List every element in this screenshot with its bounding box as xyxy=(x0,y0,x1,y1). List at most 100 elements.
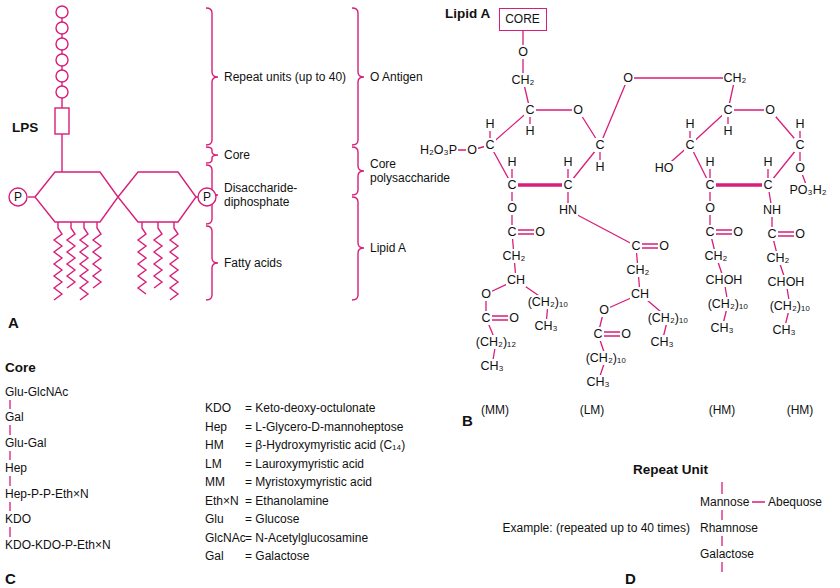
atom-label: C xyxy=(704,225,715,239)
list-links xyxy=(10,400,765,572)
abbreviation-definition: = Keto-deoxy-octulonate xyxy=(245,401,375,415)
atom-label: O xyxy=(658,239,670,253)
repeat-circle xyxy=(56,22,68,34)
atom-label: CH₂ xyxy=(704,249,729,263)
single-bonds xyxy=(450,31,808,382)
atom-label: C xyxy=(506,178,517,192)
fatty-acid-chain xyxy=(170,222,178,300)
abbreviation-definition: = N-Acetylglucosamine xyxy=(245,531,368,545)
fatty-acid-chain xyxy=(54,222,62,300)
lipid-a-bonds xyxy=(450,31,808,382)
atom-label: O xyxy=(704,201,716,215)
atom-label: (CH₂)₁₀ xyxy=(527,295,570,309)
atom-label: (CH₂)₁₀ xyxy=(647,311,690,325)
atom-label: H xyxy=(506,155,517,169)
fatty-acid-chain xyxy=(67,222,75,288)
abbreviation: Glu xyxy=(205,512,224,526)
atom-label: H xyxy=(722,124,733,138)
bracket-label: Lipid A xyxy=(370,241,406,255)
phosphate-circle: P xyxy=(8,187,28,207)
fatty-acid-chain xyxy=(80,222,88,300)
bracket-label: Core xyxy=(224,148,250,162)
atom-label: HN xyxy=(558,203,578,217)
core-sugar: Hep-P-P-Eth×N xyxy=(5,487,89,501)
sugar-name: Rhamnose xyxy=(700,521,758,535)
bracket-label: Disaccharide- diphosphate xyxy=(224,181,334,209)
atom-label: CH₃ xyxy=(771,323,796,337)
panel-heading: Lipid A xyxy=(445,6,490,22)
atom-label: O xyxy=(732,225,744,239)
atom-label: (CH₂)₁₀ xyxy=(769,299,812,313)
core-sugar: Glu-GlcNAc xyxy=(5,385,68,399)
bracket-label: Repeat units (up to 40) xyxy=(224,70,346,84)
chain-line xyxy=(61,134,62,172)
sugar-hexagon xyxy=(118,172,196,222)
bracket-label: Core polysaccharide xyxy=(370,157,462,185)
core-sugar: Hep xyxy=(5,461,27,475)
abbreviation-definition: = β-Hydroxymyristic acid (C₁₄) xyxy=(245,438,405,452)
atom-label: (CH₂)₁₀ xyxy=(707,297,750,311)
sugar-name: Abequose xyxy=(768,495,822,509)
atom-label: CH₂ xyxy=(766,251,791,265)
atom-label: C xyxy=(506,225,517,239)
fatty-acid-chain xyxy=(93,222,101,288)
atom-label: O xyxy=(794,227,806,241)
atom-label: O xyxy=(622,71,634,85)
abbreviation: KDO xyxy=(205,401,231,415)
atom-label: O xyxy=(534,225,546,239)
atom-label: C xyxy=(480,311,491,325)
atom-label: PO₃H₂ xyxy=(788,183,827,197)
braces xyxy=(206,8,364,300)
atom-label: CH₃ xyxy=(649,335,674,349)
repeat-circle xyxy=(56,70,68,82)
atom-label: CH₃ xyxy=(533,319,558,333)
atom-label: C xyxy=(766,227,777,241)
node-text: CORE xyxy=(505,12,540,26)
atom-label: O xyxy=(620,327,632,341)
atom-label: H xyxy=(524,124,535,138)
atom-label: H xyxy=(684,117,695,131)
bracket-label: Fatty acids xyxy=(224,256,282,270)
atom-label: NH xyxy=(762,203,782,217)
core-rect xyxy=(55,108,69,134)
abbreviation-definition: = Myristoxymyristic acid xyxy=(245,475,372,489)
double-bonds xyxy=(486,230,800,336)
atom-label: C xyxy=(762,178,773,192)
phosphate-link xyxy=(28,196,35,197)
atom-label: C xyxy=(484,138,495,152)
atom-label: H xyxy=(762,155,773,169)
brace xyxy=(352,197,364,300)
atom-label: H xyxy=(562,155,573,169)
node-text: P xyxy=(14,190,22,204)
repeat-unit-circles xyxy=(56,6,68,98)
fatty-acid-chain xyxy=(138,222,146,294)
brace xyxy=(206,8,218,145)
atom-label: O xyxy=(508,311,520,325)
fatty-acid-tag: (HM) xyxy=(787,403,814,417)
atom-label: O xyxy=(764,103,776,117)
atom-label: C xyxy=(562,178,573,192)
atom-label: O xyxy=(517,45,529,59)
abbreviation: GlcNAc xyxy=(205,531,246,545)
sugar-name: Mannose xyxy=(700,495,749,509)
atom-label: O xyxy=(572,103,584,117)
abbreviation: LM xyxy=(205,457,222,471)
atom-label: H xyxy=(794,117,805,131)
atom-label: (CH₂)₁₂ xyxy=(475,335,517,349)
sugar-name: Galactose xyxy=(700,547,754,561)
abbreviation-definition: = Lauroxymyristic acid xyxy=(245,457,364,471)
repeat-circle xyxy=(56,38,68,50)
repeat-circle xyxy=(56,54,68,66)
atom-label: O xyxy=(598,303,610,317)
atom-label: (CH₂)₁₀ xyxy=(585,351,628,365)
note: Example: (repeated up to 40 times) xyxy=(503,521,690,535)
brace xyxy=(206,147,218,163)
atom-label: C xyxy=(722,103,733,117)
panel-letter: C xyxy=(5,570,16,587)
abbreviation: Gal xyxy=(205,549,224,563)
abbreviation: MM xyxy=(205,475,225,489)
atom-label: CH₃ xyxy=(709,321,734,335)
lps-schematic xyxy=(28,6,198,300)
atom-label: CH xyxy=(630,287,650,301)
atom-label: CHOH xyxy=(767,275,806,289)
